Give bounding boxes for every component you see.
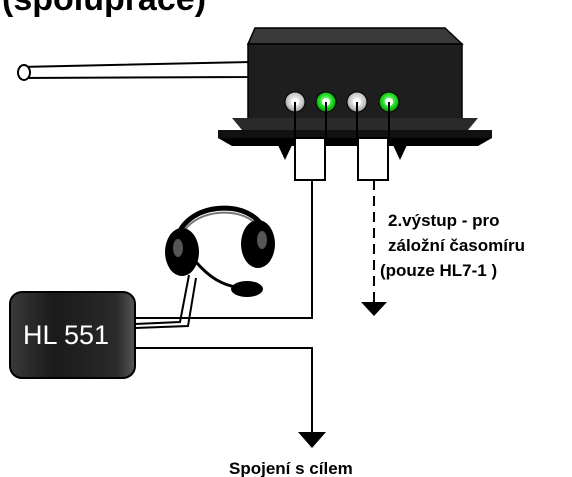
note-line-3: (pouze HL7-1 ) (380, 261, 497, 280)
wire-to-device (135, 180, 313, 319)
hl551-device: HL 551 (9, 291, 136, 379)
second-output-note: 2.výstup - pro záložní časomíru (pouze H… (380, 211, 525, 280)
device-label: HL 551 (23, 320, 109, 350)
note-line-2: záložní časomíru (388, 236, 525, 255)
headset-icon (134, 205, 275, 329)
note-line-1: 2.výstup - pro (388, 211, 499, 230)
second-output-arrow (361, 302, 387, 316)
diagram-heading: (spolupráce) (2, 0, 206, 18)
wire-to-target (135, 347, 313, 432)
target-label: Spojení s cílem (229, 459, 353, 477)
connector-row (284, 91, 400, 113)
cable-icon (17, 60, 251, 81)
plug-wires (294, 102, 390, 181)
target-arrow (298, 432, 326, 448)
